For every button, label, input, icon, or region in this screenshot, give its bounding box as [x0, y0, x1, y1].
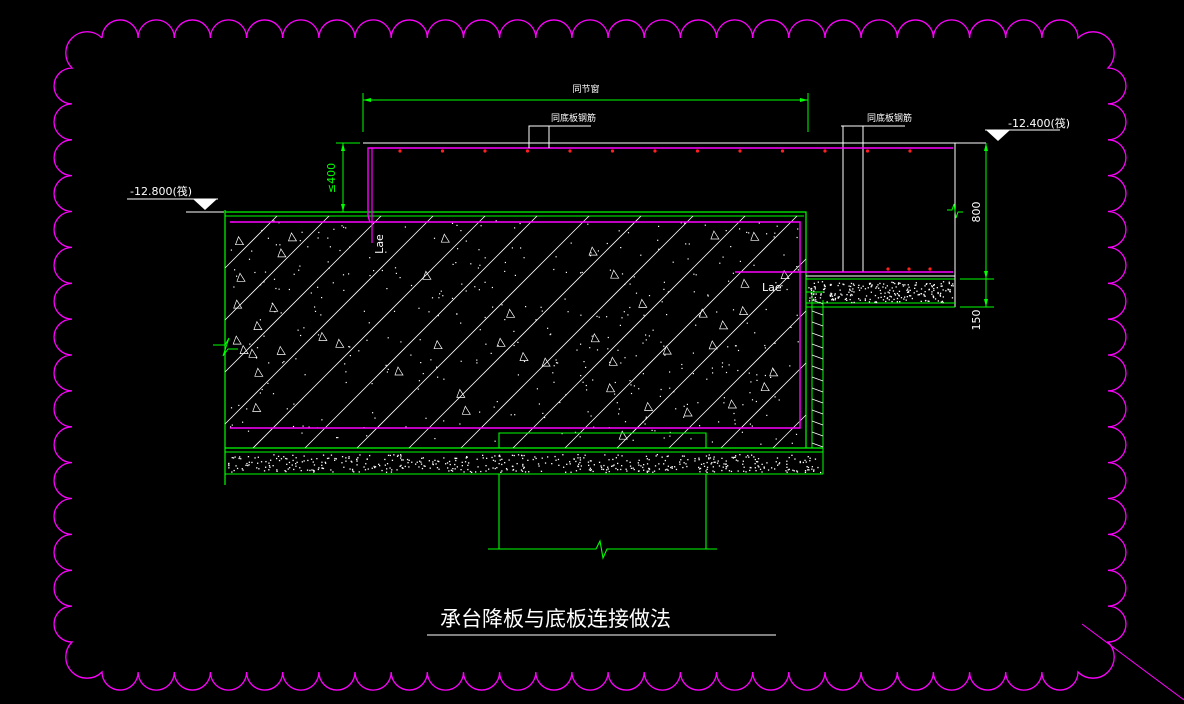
pile-cap-outline [225, 211, 807, 448]
dimension-top: 同节窗 [362, 83, 809, 132]
elevation-marker-right: -12.400(筏) [985, 116, 1070, 141]
rebar-label-b: 同底板钢筋 [841, 112, 912, 127]
lae-horizontal-label: Lae [762, 281, 782, 294]
step-wall [806, 291, 824, 448]
concrete-hatch [224, 215, 807, 449]
dimension-top-label: 同节窗 [572, 83, 599, 95]
cloud-leader-line [1081, 623, 1184, 701]
svg-text:同底板钢筋: 同底板钢筋 [551, 112, 596, 124]
dimension-le400-label: ≤400 [325, 163, 338, 193]
revision-cloud-border [53, 19, 1127, 691]
dimension-800-label: 800 [970, 202, 983, 223]
drawing-title: 承台降板与底板连接做法 [440, 607, 671, 631]
raft-slab [363, 126, 986, 308]
rebar-label-a: 同底板钢筋 [528, 112, 596, 148]
dimension-right: 800 150 [947, 143, 994, 331]
elevation-right-label: -12.400(筏) [1008, 116, 1070, 130]
rebar-lines [230, 147, 953, 429]
svg-text:同底板钢筋: 同底板钢筋 [867, 112, 912, 124]
elevation-left-label: -12.800(筏) [130, 184, 192, 198]
dimension-150-label: 150 [970, 310, 983, 331]
concrete-speckle [230, 220, 799, 445]
break-symbol-left [213, 337, 238, 357]
pile [488, 432, 717, 560]
dimension-le400: ≤400 [325, 142, 360, 212]
pile-cap-block [213, 210, 823, 485]
elevation-marker-left: -12.800(筏) [127, 184, 224, 213]
lae-vertical-label: Lae [373, 234, 386, 254]
cushion-layer-bottom [225, 448, 824, 475]
